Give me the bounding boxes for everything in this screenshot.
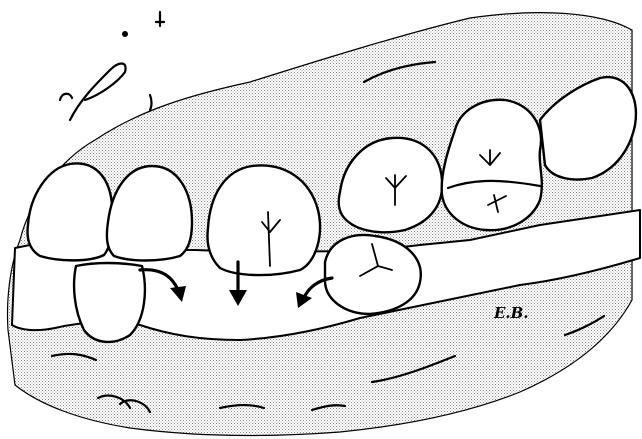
sketch-dot <box>122 31 128 37</box>
incisor-tooth-left <box>28 163 113 260</box>
lower-incisor-left <box>74 263 145 342</box>
artist-signature: E.B. <box>493 304 529 322</box>
sketch-line <box>150 95 152 110</box>
sketch-tick <box>156 12 164 26</box>
sketch-mark <box>60 64 126 121</box>
canine-tooth <box>208 165 320 275</box>
